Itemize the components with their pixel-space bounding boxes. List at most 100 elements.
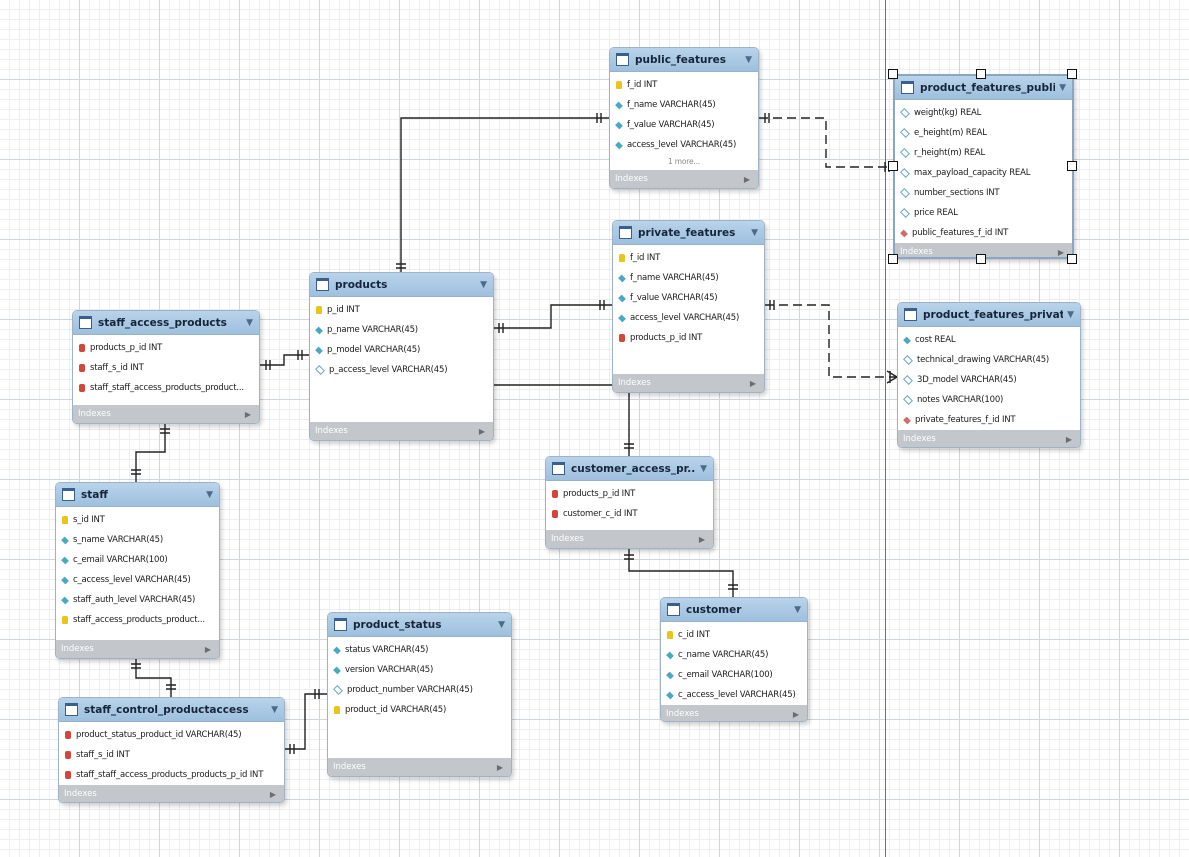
table-column[interactable]: c_id INT (661, 625, 807, 645)
table-column[interactable]: staff_staff_access_products_product... (73, 378, 259, 398)
table-column[interactable]: p_model VARCHAR(45) (310, 340, 493, 360)
indexes-bar[interactable]: Indexes▶ (898, 430, 1080, 447)
table-column[interactable]: technical_drawing VARCHAR(45) (898, 350, 1080, 370)
table-column[interactable]: weight(kg) REAL (895, 103, 1072, 123)
table-column[interactable]: version VARCHAR(45) (328, 660, 511, 680)
table-column[interactable]: f_name VARCHAR(45) (613, 268, 764, 288)
table-header[interactable]: private_features▼ (613, 221, 764, 245)
resize-handle[interactable] (976, 254, 986, 264)
collapse-arrow-icon[interactable]: ▼ (794, 604, 801, 615)
table-column[interactable]: staff_access_products_product... (56, 610, 219, 630)
table-column[interactable]: notes VARCHAR(100) (898, 390, 1080, 410)
expand-arrow-icon[interactable]: ▶ (269, 789, 276, 799)
resize-handle[interactable] (1067, 254, 1077, 264)
table-column[interactable]: c_name VARCHAR(45) (661, 645, 807, 665)
table-column[interactable]: s_name VARCHAR(45) (56, 530, 219, 550)
table-column[interactable]: public_features_f_id INT (895, 223, 1072, 243)
collapse-arrow-icon[interactable]: ▼ (206, 489, 213, 500)
table-header[interactable]: staff_access_products▼ (73, 311, 259, 335)
table-column[interactable]: c_access_level VARCHAR(45) (661, 685, 807, 705)
table-column[interactable]: customer_c_id INT (546, 504, 713, 524)
indexes-bar[interactable]: Indexes▶ (613, 374, 764, 392)
resize-handle[interactable] (976, 69, 986, 79)
collapse-arrow-icon[interactable]: ▼ (480, 279, 487, 290)
resize-handle[interactable] (1067, 161, 1077, 171)
collapse-arrow-icon[interactable]: ▼ (246, 317, 253, 328)
table-column[interactable]: max_payload_capacity REAL (895, 163, 1072, 183)
indexes-bar[interactable]: Indexes▶ (328, 758, 511, 776)
table-column[interactable]: p_name VARCHAR(45) (310, 320, 493, 340)
table-column[interactable]: f_value VARCHAR(45) (610, 115, 758, 135)
indexes-bar[interactable]: Indexes▶ (56, 640, 219, 658)
collapse-arrow-icon[interactable]: ▼ (1067, 309, 1074, 320)
resize-handle[interactable] (888, 254, 898, 264)
expand-arrow-icon[interactable]: ▶ (792, 709, 799, 719)
expand-arrow-icon[interactable]: ▶ (244, 409, 251, 419)
indexes-bar[interactable]: Indexes▶ (610, 170, 758, 188)
table-column[interactable]: p_access_level VARCHAR(45) (310, 360, 493, 380)
table-column[interactable]: cost REAL (898, 330, 1080, 350)
table-column[interactable]: private_features_f_id INT (898, 410, 1080, 430)
indexes-bar[interactable]: Indexes▶ (310, 422, 493, 440)
table-header[interactable]: product_status▼ (328, 613, 511, 637)
table-header[interactable]: staff_control_productaccess▼ (59, 698, 284, 722)
table-column[interactable]: staff_auth_level VARCHAR(45) (56, 590, 219, 610)
table-column[interactable]: p_id INT (310, 300, 493, 320)
collapse-arrow-icon[interactable]: ▼ (271, 704, 278, 715)
table-column[interactable]: number_sections INT (895, 183, 1072, 203)
table-column[interactable]: f_id INT (613, 248, 764, 268)
indexes-bar[interactable]: Indexes▶ (895, 243, 1072, 257)
table-header[interactable]: public_features▼ (610, 48, 758, 72)
table-column[interactable]: s_id INT (56, 510, 219, 530)
table-column[interactable]: status VARCHAR(45) (328, 640, 511, 660)
indexes-bar[interactable]: Indexes▶ (59, 785, 284, 802)
table-product-status[interactable]: product_status▼status VARCHAR(45)version… (327, 612, 512, 777)
resize-handle[interactable] (888, 161, 898, 171)
resize-handle[interactable] (888, 69, 898, 79)
indexes-bar[interactable]: Indexes▶ (73, 405, 259, 423)
indexes-bar[interactable]: Indexes▶ (661, 705, 807, 721)
table-column[interactable]: products_p_id INT (546, 484, 713, 504)
indexes-bar[interactable]: Indexes▶ (546, 530, 713, 548)
table-column[interactable]: staff_staff_access_products_products_p_i… (59, 765, 284, 785)
table-column[interactable]: staff_s_id INT (73, 358, 259, 378)
table-column[interactable]: access_level VARCHAR(45) (610, 135, 758, 155)
table-header[interactable]: product_features_private▼ (898, 303, 1080, 327)
table-column[interactable]: price REAL (895, 203, 1072, 223)
table-header[interactable]: products▼ (310, 273, 493, 297)
expand-arrow-icon[interactable]: ▶ (1057, 247, 1064, 257)
expand-arrow-icon[interactable]: ▶ (743, 174, 750, 184)
resize-handle[interactable] (1067, 69, 1077, 79)
table-column[interactable]: access_level VARCHAR(45) (613, 308, 764, 328)
table-header[interactable]: customer▼ (661, 598, 807, 622)
table-column[interactable]: c_access_level VARCHAR(45) (56, 570, 219, 590)
more-columns-link[interactable]: 1 more... (668, 157, 700, 166)
table-header[interactable]: staff▼ (56, 483, 219, 507)
collapse-arrow-icon[interactable]: ▼ (498, 619, 505, 630)
table-column[interactable]: staff_s_id INT (59, 745, 284, 765)
table-column[interactable]: products_p_id INT (613, 328, 764, 348)
table-column[interactable]: 3D_model VARCHAR(45) (898, 370, 1080, 390)
expand-arrow-icon[interactable]: ▶ (204, 644, 211, 654)
expand-arrow-icon[interactable]: ▶ (496, 762, 503, 772)
table-staff-control-productaccess[interactable]: staff_control_productaccess▼ product_stat… (58, 697, 285, 803)
table-column[interactable]: r_height(m) REAL (895, 143, 1072, 163)
table-column[interactable]: product_id VARCHAR(45) (328, 700, 511, 720)
expand-arrow-icon[interactable]: ▶ (478, 426, 485, 436)
table-header[interactable]: customer_access_pr...▼ (546, 457, 713, 481)
table-column[interactable]: products_p_id INT (73, 338, 259, 358)
table-column[interactable]: f_value VARCHAR(45) (613, 288, 764, 308)
table-column[interactable]: product_status_product_id VARCHAR(45) (59, 725, 284, 745)
collapse-arrow-icon[interactable]: ▼ (745, 54, 752, 65)
collapse-arrow-icon[interactable]: ▼ (751, 227, 758, 238)
